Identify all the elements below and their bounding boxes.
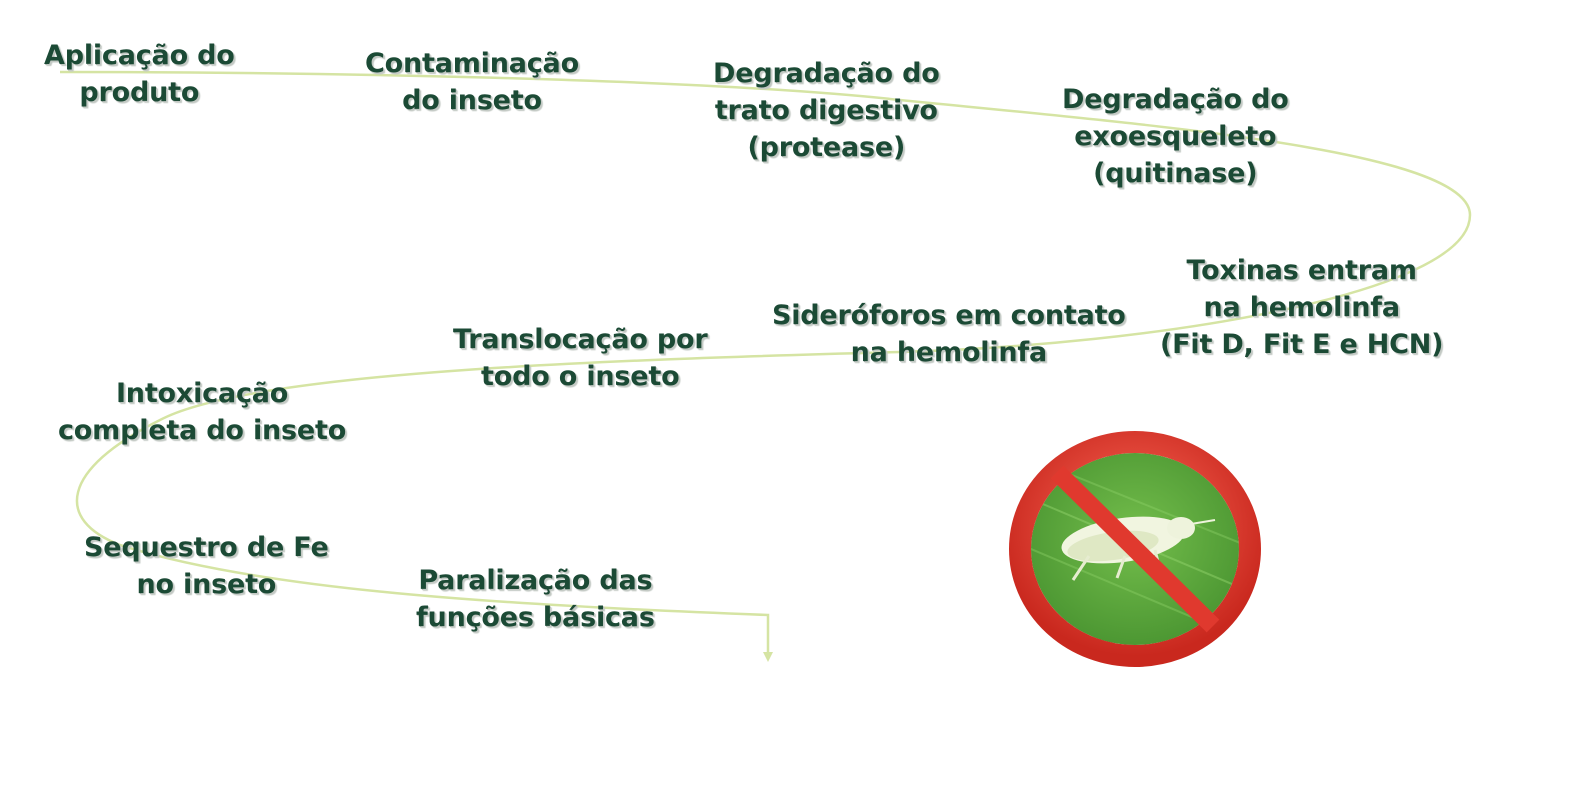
step-sequestro: Sequestro de Fe no inseto (84, 529, 329, 603)
step-degradacao-trato: Degradação do trato digestivo (protease) (713, 55, 940, 166)
step-line: Sideróforos em contato (772, 300, 1126, 331)
step-line: Toxinas entram (1186, 255, 1417, 286)
step-line: Translocação por (453, 324, 708, 355)
step-line: na hemolinfa (1203, 292, 1400, 323)
step-line: todo o inseto (481, 361, 680, 392)
step-line: exoesqueleto (1074, 121, 1277, 152)
step-line: produto (79, 77, 200, 108)
no-insect-icon (1009, 431, 1261, 667)
step-line: Degradação do (713, 58, 940, 89)
step-contaminacao: Contaminação do inseto (365, 45, 579, 119)
step-line: (quitinase) (1093, 158, 1258, 189)
step-line: no inseto (136, 569, 277, 600)
step-line: funções básicas (416, 602, 655, 633)
step-paralizacao: Paralização das funções básicas (416, 562, 655, 636)
step-aplicacao: Aplicação do produto (44, 37, 235, 111)
step-line: (protease) (747, 132, 906, 163)
step-toxinas: Toxinas entram na hemolinfa (Fit D, Fit … (1160, 252, 1444, 363)
step-line: completa do inseto (58, 415, 347, 446)
step-line: trato digestivo (714, 95, 938, 126)
step-sideroforos: Sideróforos em contato na hemolinfa (772, 297, 1126, 371)
flow-curve (59, 70, 1472, 655)
prohibition-slash (1050, 465, 1220, 633)
step-line: Aplicação do (44, 40, 235, 71)
step-line: do inseto (402, 85, 542, 116)
step-line: Sequestro de Fe (84, 532, 329, 563)
step-line: Intoxicação (115, 378, 289, 409)
step-line: na hemolinfa (850, 337, 1048, 368)
step-translocacao: Translocação por todo o inseto (453, 321, 708, 395)
step-line: Degradação do (1062, 84, 1289, 115)
flow-arrowhead (763, 652, 773, 662)
step-degradacao-exoesqueleto: Degradação do exoesqueleto (quitinase) (1062, 81, 1289, 192)
step-line: (Fit D, Fit E e HCN) (1160, 329, 1444, 360)
prohibition-ring (1009, 431, 1261, 667)
step-intoxicacao: Intoxicação completa do inseto (58, 375, 346, 449)
step-line: Contaminação (365, 48, 579, 79)
step-line: Paralização das (418, 565, 653, 596)
